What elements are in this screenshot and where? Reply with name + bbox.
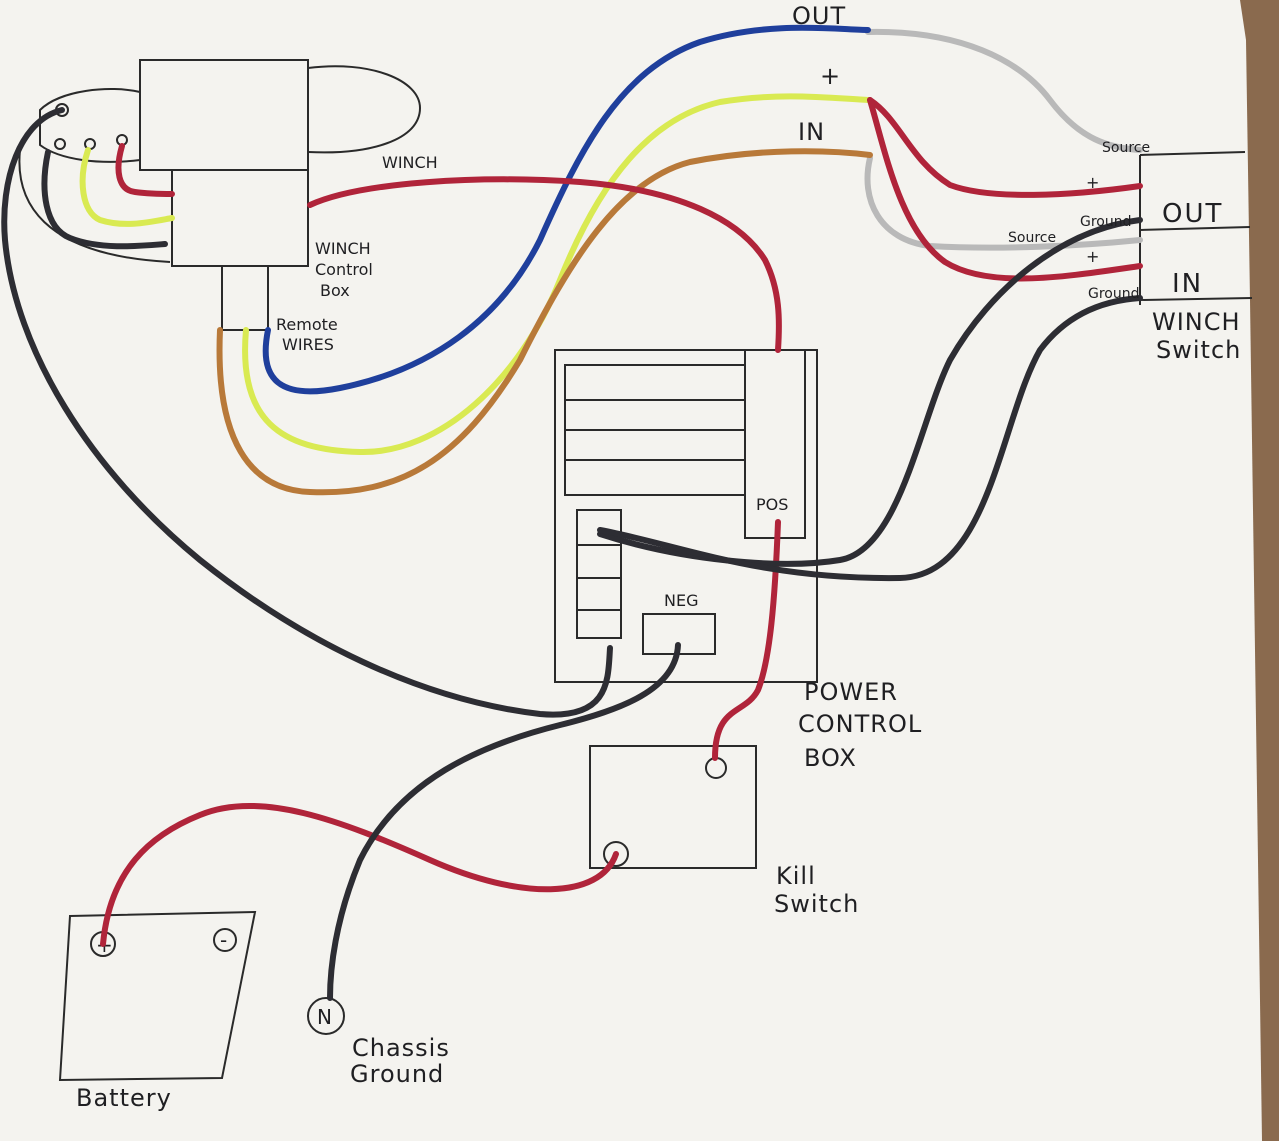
- label-switch-in: IN: [1172, 269, 1203, 299]
- label-switch-ground-1: Ground: [1080, 214, 1132, 230]
- power-control-box: [554, 349, 818, 683]
- label-winch-control-box-2: Control: [315, 260, 373, 279]
- label-switch-ground-2: Ground: [1088, 286, 1140, 302]
- wire-red-switch-1: [867, 97, 1143, 198]
- label-neg: NEG: [664, 591, 698, 610]
- label-battery: Battery: [76, 1084, 172, 1112]
- wire-red-motor: [115, 143, 175, 197]
- label-chassis-ground-2: Ground: [350, 1060, 444, 1088]
- label-remote-wires-2: WIRES: [282, 335, 334, 354]
- label-pos: POS: [756, 495, 788, 514]
- winch-switch: [1139, 151, 1253, 305]
- motor-terminal-2: [54, 138, 66, 150]
- wire-brown-in: [216, 148, 873, 496]
- wire-yellow-motor: [79, 147, 175, 227]
- wire-red-winch: [307, 176, 782, 353]
- label-out-top: OUT: [792, 2, 846, 30]
- label-switch-out: OUT: [1162, 199, 1223, 229]
- chassis-ground-symbol: N: [307, 997, 345, 1035]
- wire-black-chassis: [327, 642, 681, 1001]
- label-remote-wires-1: Remote: [276, 315, 338, 334]
- battery-minus-label: -: [220, 928, 227, 952]
- chassis-ground-symbol-label: N: [317, 1005, 332, 1029]
- label-switch-source-top: Source: [1102, 140, 1150, 156]
- label-winch-switch-1: WINCH: [1152, 308, 1241, 336]
- label-power-control-box-3: BOX: [804, 744, 857, 772]
- label-switch-source-mid: Source: [1008, 230, 1056, 246]
- label-kill-switch-2: Switch: [774, 890, 859, 918]
- label-switch-plus-1: +: [1086, 173, 1099, 192]
- label-in-top: IN: [798, 118, 825, 146]
- label-winch-switch-2: Switch: [1156, 336, 1241, 364]
- label-winch-control-box-3: Box: [320, 281, 350, 300]
- wire-gray-out: [865, 28, 1143, 153]
- wire-gray-in: [864, 155, 1143, 251]
- wire-red-battery: [100, 802, 619, 947]
- label-plus-top: +: [820, 62, 841, 90]
- wire-red-pos-to-kill: [712, 519, 781, 761]
- label-switch-plus-2: +: [1086, 247, 1099, 266]
- wire-black-motor-ground: [1, 107, 613, 718]
- wire-blue-out: [262, 24, 871, 395]
- wire-red-switch-2: [867, 97, 1143, 282]
- wire-black-switch-ground-2: [597, 295, 1143, 582]
- label-winch-control-box-1: WINCH: [315, 239, 371, 258]
- label-winch: WINCH: [382, 153, 438, 172]
- wire-black-motor-short: [41, 149, 168, 250]
- label-power-control-box-1: POWER: [804, 678, 898, 706]
- label-kill-switch-1: Kill: [776, 862, 816, 890]
- label-power-control-box-2: CONTROL: [798, 710, 922, 738]
- label-chassis-ground-1: Chassis: [352, 1034, 450, 1062]
